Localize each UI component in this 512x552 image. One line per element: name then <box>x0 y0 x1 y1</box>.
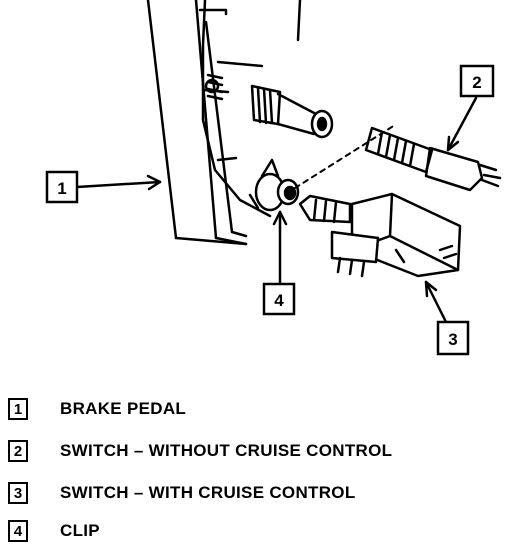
legend-number-box: 2 <box>8 440 28 462</box>
clip-part <box>254 158 300 212</box>
callout-4: 4 <box>262 282 296 316</box>
svg-text:2: 2 <box>472 73 481 92</box>
switch-with-cruise <box>298 192 462 278</box>
legend-item-switch-with-cruise: 3 SWITCH – WITH CRUISE CONTROL <box>8 478 356 508</box>
callout-3: 3 <box>436 320 470 356</box>
legend-item-switch-without-cruise: 2 SWITCH – WITHOUT CRUISE CONTROL <box>8 436 392 466</box>
svg-text:4: 4 <box>274 291 284 310</box>
legend-item-clip: 4 CLIP <box>8 516 100 546</box>
brake-pedal-arm <box>146 0 248 246</box>
switch-without-cruise <box>364 126 502 192</box>
legend-label: BRAKE PEDAL <box>60 399 187 418</box>
callout-1: 1 <box>45 170 79 204</box>
legend-label: SWITCH – WITHOUT CRUISE CONTROL <box>60 441 393 460</box>
callout-leaders <box>75 96 478 324</box>
legend: 1 BRAKE PEDAL 2 SWITCH – WITHOUT CRUISE … <box>0 386 512 552</box>
svg-text:1: 1 <box>57 179 66 198</box>
callout-2: 2 <box>459 64 495 98</box>
brake-switch-diagram: 1 2 3 4 <box>45 0 502 356</box>
svg-text:3: 3 <box>448 330 457 349</box>
pedal-stud <box>250 84 334 139</box>
legend-number-box: 1 <box>8 398 28 420</box>
legend-number-box: 3 <box>8 482 28 504</box>
legend-label: SWITCH – WITH CRUISE CONTROL <box>60 483 356 502</box>
legend-item-brake-pedal: 1 BRAKE PEDAL <box>8 394 186 424</box>
legend-number-box: 4 <box>8 520 28 542</box>
legend-label: CLIP <box>60 521 100 540</box>
